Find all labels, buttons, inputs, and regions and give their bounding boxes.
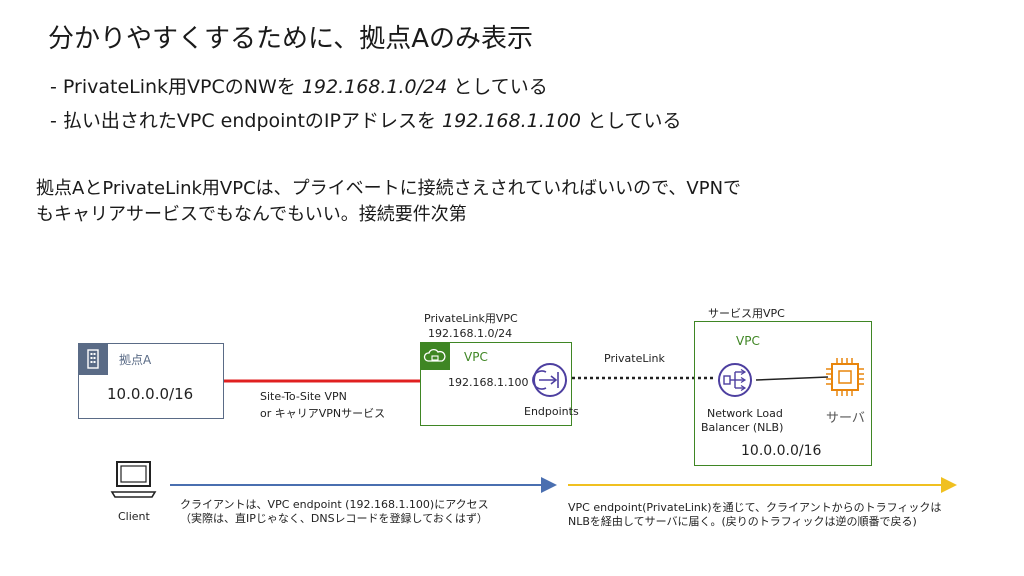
bullet-vpc-nw: - PrivateLink用VPCのNWを 192.168.1.0/24 として…	[50, 76, 548, 98]
vpn-label-1: Site-To-Site VPN	[260, 390, 347, 403]
endpoint-ip: 192.168.1.100	[448, 376, 529, 389]
client-label: Client	[118, 510, 150, 523]
nlb-server-line	[755, 376, 829, 381]
vpc-cloud-icon	[420, 342, 450, 370]
bullet-endpoint-ip: - 払い出されたVPC endpointのIPアドレスを 192.168.1.1…	[50, 110, 682, 132]
service-vpc-title: サービス用VPC	[708, 307, 785, 320]
server-label: サーバ	[826, 411, 865, 426]
privatelink-vpc-label: VPC	[464, 350, 488, 364]
note-line-2: もキャリアサービスでもなんでもいい。接続要件次第	[36, 204, 467, 225]
page-title: 分かりやすくするために、拠点Aのみ表示	[48, 24, 534, 54]
service-vpc-box: VPC Network Load Balancer (NLB) サーバ 10.0…	[694, 321, 872, 466]
nlb-label-2: Balancer (NLB)	[701, 421, 784, 434]
flow-left-line-1: クライアントは、VPC endpoint (192.168.1.100)にアクセ…	[180, 498, 489, 511]
privatelink-vpc-title: PrivateLink用VPC	[424, 312, 518, 325]
site-a-cidr: 10.0.0.0/16	[107, 385, 194, 403]
privatelink-vpc-box: VPC 192.168.1.100	[420, 342, 572, 426]
flow-right-line-2: NLBを経由してサーバに届く。(戻りのトラフィックは逆の順番で戻る)	[568, 515, 917, 528]
privatelink-vpc-cidr: 192.168.1.0/24	[428, 327, 513, 340]
building-icon	[78, 343, 108, 375]
site-a-box: 拠点A 10.0.0.0/16	[78, 343, 224, 419]
nlb-label-1: Network Load	[707, 407, 783, 420]
flow-right-line-1: VPC endpoint(PrivateLink)を通じて、クライアントからのト…	[568, 501, 942, 514]
vpn-label-2: or キャリアVPNサービス	[260, 407, 386, 420]
site-a-label: 拠点A	[119, 353, 152, 367]
flow-left-line-2: （実際は、直IPじゃなく、DNSレコードを登録しておくはず）	[180, 512, 488, 525]
note-line-1: 拠点AとPrivateLink用VPCは、プライベートに接続さえされていればいい…	[36, 178, 742, 199]
service-vpc-cidr: 10.0.0.0/16	[741, 443, 822, 459]
service-vpc-label: VPC	[736, 334, 760, 348]
endpoint-label: Endpoints	[524, 405, 579, 418]
privatelink-label: PrivateLink	[604, 352, 665, 365]
